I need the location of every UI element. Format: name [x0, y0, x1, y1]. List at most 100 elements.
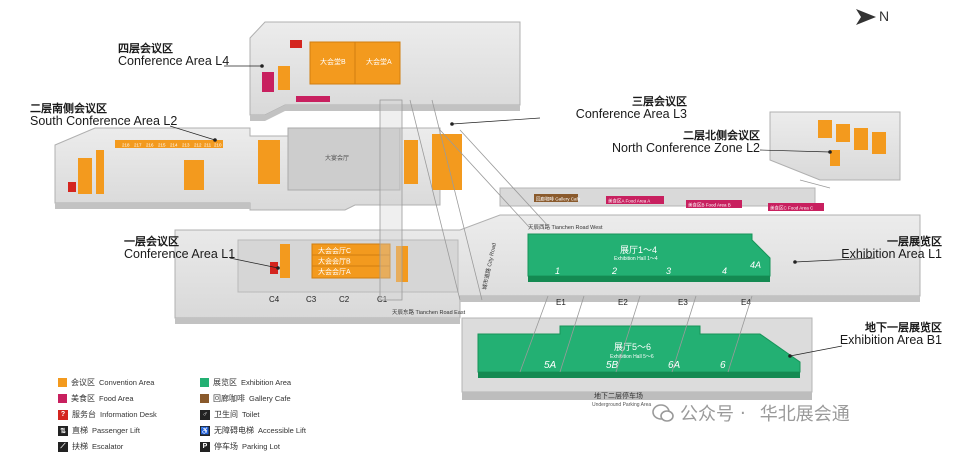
- legend-info-zh: 服务台: [72, 410, 96, 419]
- room-213: 213: [182, 143, 190, 148]
- hall-1-label: 1: [555, 266, 560, 276]
- l3-hall[interactable]: [432, 134, 462, 190]
- legend-exhibition-zh: 展览区: [213, 378, 237, 387]
- legend-food: 美食区 Food Area: [58, 393, 134, 404]
- leader-lines: [169, 65, 876, 357]
- legend-accessible-en: Accessible Lift: [258, 426, 306, 435]
- room-211: 211: [204, 143, 212, 148]
- hall-6-label: 6: [720, 360, 726, 371]
- room-212: 212: [194, 143, 202, 148]
- legend-parking-en: Parking Lot: [242, 442, 280, 451]
- cafe-swatch: [200, 394, 209, 403]
- legend-exhibition-en: Exhibition Area: [241, 378, 292, 387]
- food-b-label: 美食区B Food Area B: [688, 202, 731, 209]
- road-west-label: 天辰西路 Tianchen Road West: [528, 223, 603, 231]
- watermark: 公众号 · 华北展会通: [652, 400, 850, 426]
- legend-convention: 会议区 Convention Area: [58, 377, 154, 388]
- area-ex-l1-zh: 一层展览区: [887, 235, 942, 248]
- road-east-label: 天辰东路 Tianchen Road East: [392, 308, 466, 316]
- room-215: 215: [158, 143, 166, 148]
- hall-b4-label: 大会堂B: [320, 57, 346, 66]
- legend-parking-zh: 停车场: [214, 442, 238, 451]
- area-label-ex-b1: 地下一层展览区 Exhibition Area B1: [800, 322, 942, 347]
- entrance-c4: C4: [269, 295, 280, 304]
- hall-e4: E4: [741, 298, 751, 307]
- area-l4-en: Conference Area L4: [118, 53, 230, 68]
- food-area-b[interactable]: [686, 200, 742, 208]
- entrance-c1: C1: [377, 295, 388, 304]
- exhibition-hall-l1[interactable]: [527, 233, 771, 277]
- room-210: 210: [214, 143, 222, 148]
- legend-toilet-en: Toilet: [242, 410, 260, 419]
- area-ex-b1-en: Exhibition Area B1: [839, 332, 942, 347]
- area-l4-zh: 四层会议区: [118, 42, 173, 55]
- legend-toilet: ♂ 卫生间 Toilet: [200, 409, 260, 420]
- watermark-text-2: 华北展会通: [759, 404, 850, 425]
- legend-info-en: Information Desk: [100, 410, 157, 419]
- area-l3-en: Conference Area L3: [575, 106, 687, 121]
- legend-convention-zh: 会议区: [71, 378, 95, 387]
- area-label-l4: 四层会议区 Conference Area L4: [118, 43, 229, 68]
- watermark-text-1: 公众号: [680, 404, 734, 425]
- info-desk-icon: ?: [58, 409, 68, 420]
- hall-2-label: 2: [611, 266, 617, 276]
- food-swatch: [58, 394, 67, 403]
- food-area-a[interactable]: [606, 196, 664, 204]
- legend-cafe-en: Gallery Cafe: [249, 394, 291, 403]
- legend-accessible-lift: ♿ 无障碍电梯 Accessible Lift: [200, 425, 306, 436]
- hall-a4-label: 大会堂A: [366, 57, 392, 66]
- area-label-north-l2: 二层北侧会议区 North Conference Zone L2: [600, 130, 760, 155]
- compass-label: N: [879, 8, 890, 24]
- watermark-dot: ·: [740, 402, 746, 424]
- area-south-l2-en: South Conference Area L2: [30, 113, 178, 128]
- room-214: 214: [170, 143, 178, 148]
- compass-arrow-icon: [856, 9, 876, 25]
- hall-5-6-en: Exhibition Hall 5～6: [610, 354, 654, 360]
- gallery-cafe[interactable]: [534, 194, 578, 202]
- area-north-l2-zh: 二层北侧会议区: [683, 129, 760, 142]
- north-l2-rooms[interactable]: [818, 120, 832, 138]
- convention-swatch: [58, 378, 67, 387]
- dots: [213, 64, 832, 358]
- room-218: 218: [122, 143, 130, 148]
- legend-toilet-zh: 卫生间: [214, 410, 238, 419]
- compass: N: [854, 6, 894, 28]
- hall-e1: E1: [556, 298, 566, 307]
- wechat-icon: [652, 404, 674, 422]
- hall-4a-label: 4A: [750, 260, 761, 270]
- legend-escalator: ⟋ 扶梯 Escalator: [58, 441, 123, 452]
- floor-l1: 大会会厅C 大会会厅B 大会会厅A C4 C3 C2 C1 展厅1～4 Exhi…: [174, 187, 921, 324]
- gallery-cafe-label: 回廊咖啡 Gallery Cafe: [536, 196, 581, 203]
- legend-accessible-zh: 无障碍电梯: [214, 426, 254, 435]
- food-a-label: 美食区A Food Area A: [608, 198, 650, 205]
- hall-b-label: 大会会厅B: [318, 257, 351, 266]
- legend-food-zh: 美食区: [71, 394, 95, 403]
- legend-exhibition: 展览区 Exhibition Area: [200, 377, 291, 388]
- escalator-icon: ⟋: [58, 441, 68, 452]
- south-l2-rooms[interactable]: [115, 140, 223, 148]
- hall-c-label: 大会会厅C: [318, 246, 351, 255]
- hall-e3: E3: [678, 298, 688, 307]
- legend-lift-en: Passenger Lift: [92, 426, 140, 435]
- area-label-l1: 一层会议区 Conference Area L1: [124, 236, 235, 261]
- room-217: 217: [134, 143, 142, 148]
- hall-a-label: 大会会厅A: [318, 267, 351, 276]
- legend-lift-zh: 直梯: [72, 426, 88, 435]
- banquet-l3-label: 大宴会厅: [325, 154, 349, 162]
- parking-b2-en: Underground Parking Area: [592, 402, 651, 408]
- area-south-l2-zh: 二层南侧会议区: [30, 102, 107, 115]
- food-area-c[interactable]: [768, 203, 824, 211]
- food-c-label: 美食区C Food Area C: [770, 205, 814, 212]
- connectors: [379, 99, 831, 373]
- legend-food-en: Food Area: [99, 394, 134, 403]
- area-label-ex-l1: 一层展览区 Exhibition Area L1: [800, 236, 942, 261]
- room-216: 216: [146, 143, 154, 148]
- hall-5b-label: 5B: [606, 360, 619, 371]
- area-label-l3: 三层会议区 Conference Area L3: [537, 96, 687, 121]
- entrance-c2: C2: [339, 295, 350, 304]
- elevator-icon: ⇅: [58, 425, 68, 436]
- exhibition-swatch: [200, 378, 209, 387]
- floor-l4: 大会堂B 大会堂A: [249, 21, 521, 121]
- conference-l1-halls[interactable]: [311, 243, 391, 279]
